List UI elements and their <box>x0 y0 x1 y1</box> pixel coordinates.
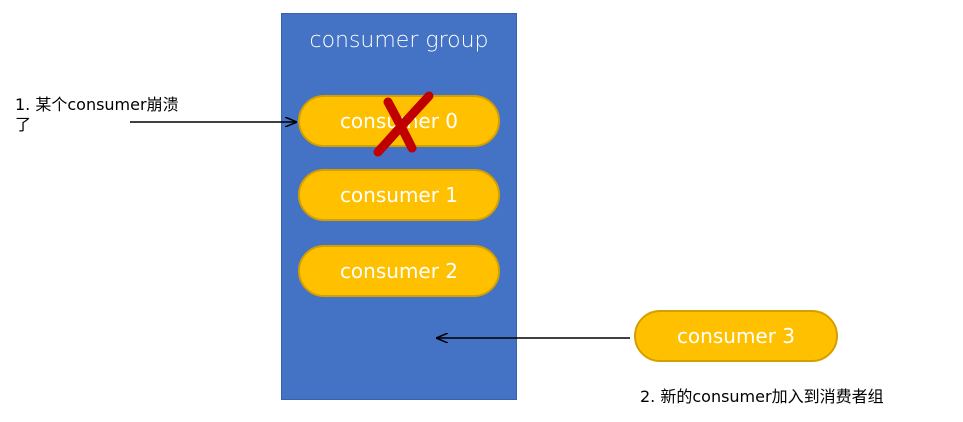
join-note: 2. 新的consumer加入到消费者组 <box>640 387 884 406</box>
cross-mark-icon <box>373 91 434 157</box>
consumer-3-node: consumer 3 <box>634 310 838 362</box>
crash-note: 1. 某个consumer崩溃了 <box>15 95 179 134</box>
consumer-group-title: consumer group <box>309 28 489 53</box>
consumer-1-node: consumer 1 <box>298 169 500 221</box>
consumer-2-node: consumer 2 <box>298 245 500 297</box>
